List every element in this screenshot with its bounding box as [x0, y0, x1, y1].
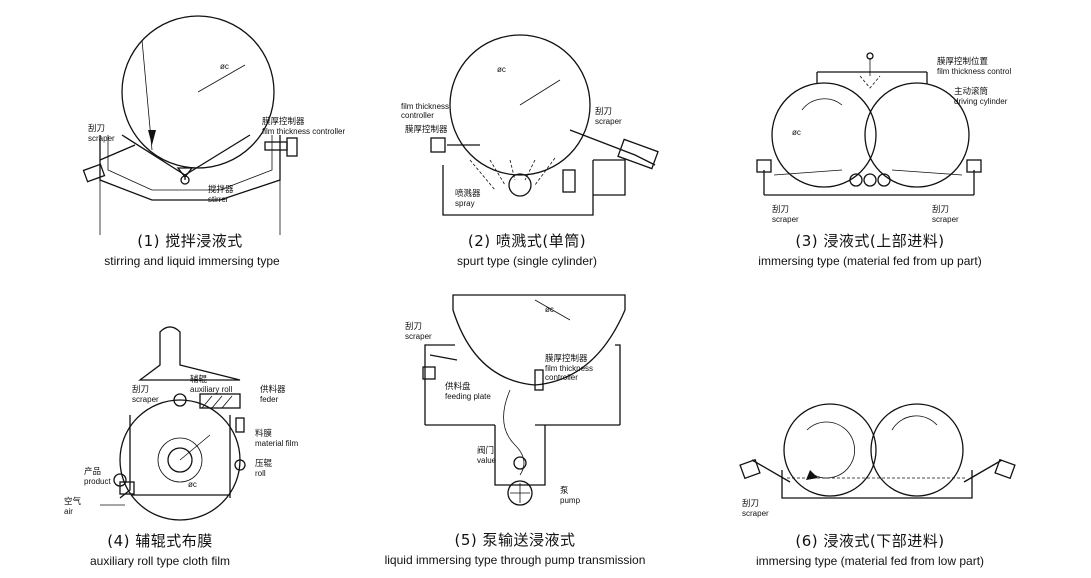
pump-transmission-drawing [422, 294, 626, 506]
caption-cn: (6) 浸液式(下部进料) [795, 532, 945, 550]
diameter-label: øc [188, 480, 197, 489]
caption-cn: (5) 泵输送浸液式 [454, 531, 576, 549]
controller-top-label: film thickness controller [401, 102, 450, 120]
auxiliary-roll-drawing [100, 326, 246, 521]
diameter-label: øc [545, 305, 554, 314]
caption-en: immersing type (material fed from low pa… [755, 554, 985, 568]
caption-cn: (2) 喷溅式(单筒) [467, 232, 587, 250]
spurt-type-drawing [430, 34, 659, 216]
caption-en: stirring and liquid immersing type [104, 254, 280, 268]
caption-en: spurt type (single cylinder) [456, 254, 598, 268]
immersing-low-feed-drawing [739, 403, 1016, 499]
stirring-type-drawing [82, 15, 298, 235]
caption-cn: (3) 浸液式(上部进料) [795, 232, 945, 250]
diameter-label: øc [497, 65, 506, 74]
controller-label: 膜厚控制器 [405, 125, 448, 135]
diameter-label: øc [220, 62, 229, 71]
caption-en: auxiliary roll type cloth film [89, 554, 231, 568]
diameter-label: øc [792, 128, 801, 137]
caption-cn: (1) 搅拌浸液式 [137, 232, 243, 250]
immersing-up-feed-drawing [756, 52, 982, 196]
caption-en: liquid immersing type through pump trans… [384, 553, 646, 567]
caption-cn: (4) 辅辊式布膜 [107, 532, 213, 550]
caption-en: immersing type (material fed from up par… [758, 254, 982, 268]
